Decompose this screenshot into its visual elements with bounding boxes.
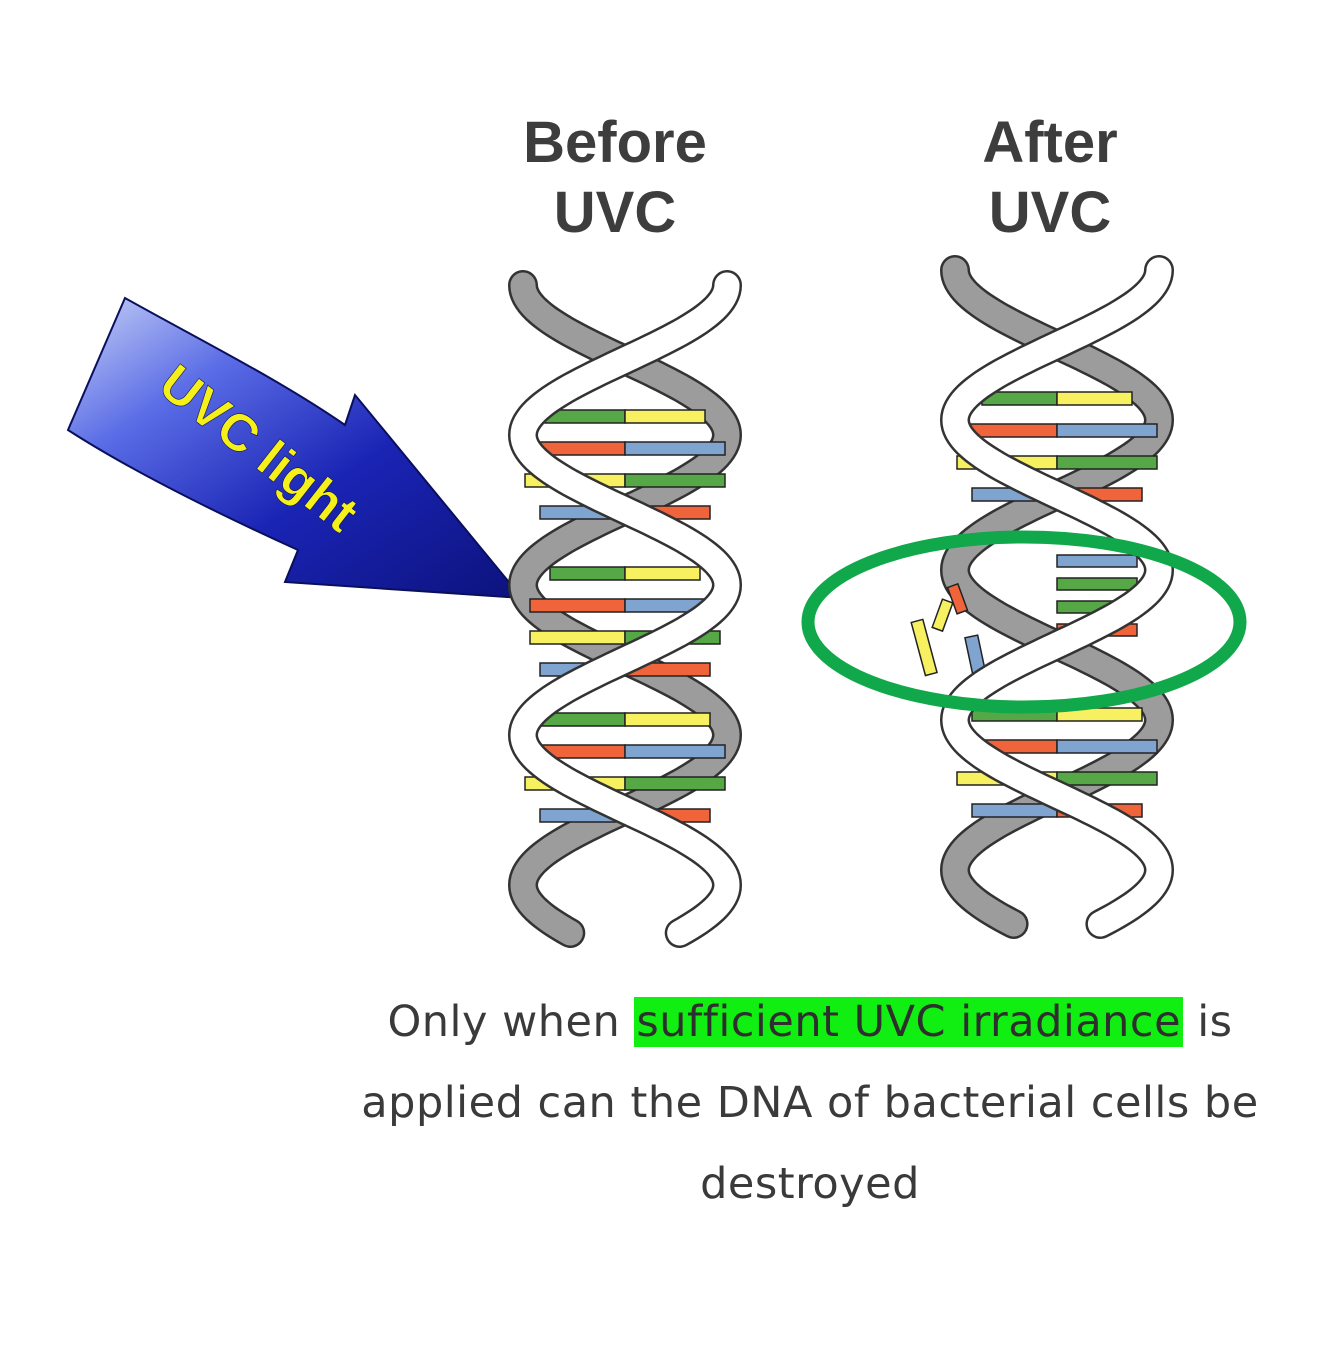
after-heading-line1: After xyxy=(982,110,1118,175)
after-heading-line2: UVC xyxy=(988,180,1112,245)
before-turn1-rung-right-0 xyxy=(624,409,706,424)
before-turn3-rung-right-0 xyxy=(624,712,711,727)
before-heading-line1: Before xyxy=(523,110,707,175)
after-turn1-rung-right-0 xyxy=(1056,391,1133,406)
dna-damage-ellipse xyxy=(801,530,1247,714)
before-turn2-rung-left-1 xyxy=(529,598,626,613)
after-turn3-rung-right-1 xyxy=(1056,739,1158,754)
after-uvc-heading: After UVC xyxy=(905,108,1195,248)
uvc-arrow-shape xyxy=(66,296,525,600)
caption: Only when sufficient UVC irradiance is a… xyxy=(330,982,1290,1225)
before-turn2-rung-right-0 xyxy=(624,566,701,581)
after-fragment-red xyxy=(946,582,969,615)
caption-highlight: sufficient UVC irradiance xyxy=(634,997,1184,1047)
after-fragment-yellow-1 xyxy=(910,618,938,677)
before-turn2-rung-left-2 xyxy=(529,630,626,645)
before-turn1-rung-right-1 xyxy=(624,441,726,456)
caption-post: is applied can the DNA of bacterial cell… xyxy=(361,997,1259,1209)
before-turn1-rung-right-2 xyxy=(624,473,726,488)
after-turn3-rung-left-3 xyxy=(971,803,1058,818)
dna-helix-after xyxy=(910,255,1175,939)
after-front-strand xyxy=(942,257,1172,937)
before-turn2-rung-left-0 xyxy=(549,566,626,581)
dna-helix-before xyxy=(507,270,743,948)
before-turn3-rung-right-1 xyxy=(624,744,726,759)
before-turn3-rung-right-2 xyxy=(624,776,726,791)
after-fragment-yellow-2 xyxy=(931,598,954,633)
after-turn3-rung-right-2 xyxy=(1056,771,1158,786)
after-broken-rung-1 xyxy=(1056,577,1138,591)
caption-pre: Only when xyxy=(387,997,621,1047)
after-broken-rung-0 xyxy=(1056,554,1138,568)
before-uvc-heading: Before UVC xyxy=(470,108,760,248)
after-turn1-rung-right-1 xyxy=(1056,423,1158,438)
before-heading-line2: UVC xyxy=(553,180,677,245)
after-turn1-rung-right-2 xyxy=(1056,455,1158,470)
before-front-strand xyxy=(510,272,740,946)
uvc-arrow: UVC light xyxy=(66,296,525,600)
